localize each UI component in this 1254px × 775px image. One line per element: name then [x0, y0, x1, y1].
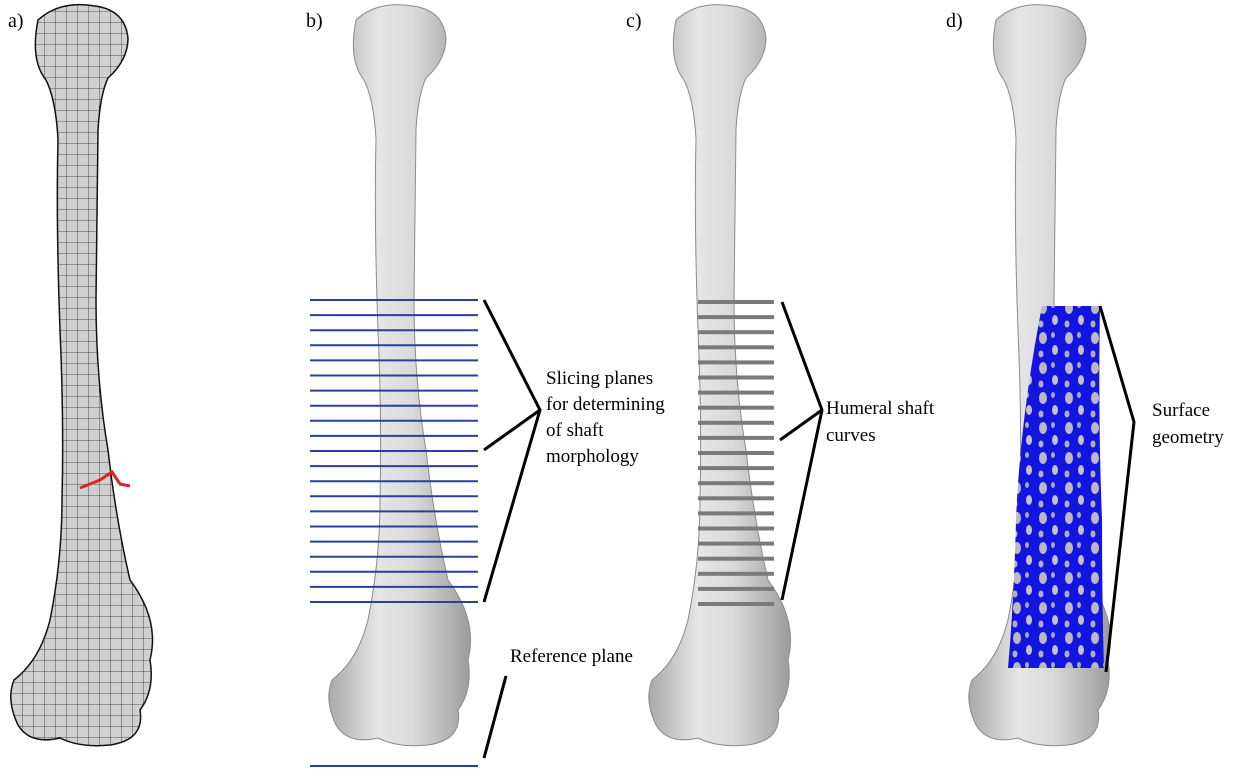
shaft-curve-band	[698, 542, 774, 546]
shaft-curve-band	[698, 587, 774, 591]
shaft-curve-band	[698, 421, 774, 425]
slicing-label: Slicing planes for determining of shaft …	[546, 368, 669, 467]
panel-b-slicing	[310, 5, 478, 766]
surface-label-line-1: Surface	[1152, 400, 1210, 421]
slicing-label-line-3: of shaft	[546, 420, 604, 441]
curves-label: Humeral shaft curves	[826, 398, 939, 446]
slicing-planes	[310, 300, 478, 602]
panel-c-curves	[649, 5, 791, 746]
shaft-curve-band	[698, 436, 774, 440]
shaft-curve-band	[698, 315, 774, 319]
shaft-curve-band	[698, 557, 774, 561]
slicing-label-line-4: morphology	[546, 446, 639, 467]
panel-a-meshed-humerus	[11, 5, 153, 746]
shaft-curve-band	[698, 481, 774, 485]
shaft-curve-band	[698, 572, 774, 576]
surface-label: Surface geometry	[1152, 400, 1224, 448]
shaft-curve-band	[698, 527, 774, 531]
curves-label-line-2: curves	[826, 425, 876, 446]
shaft-curve-band	[698, 496, 774, 500]
panel-d-surface	[969, 5, 1111, 746]
shaft-curve-band	[698, 330, 774, 334]
curves-label-line-1: Humeral shaft	[826, 398, 935, 419]
shaft-curve-band	[698, 511, 774, 515]
shaft-curves	[698, 300, 774, 606]
shaft-curve-band	[698, 345, 774, 349]
panel-label-b: b)	[306, 10, 323, 32]
panel-label-a: a)	[8, 10, 24, 32]
shaft-curve-band	[698, 466, 774, 470]
shaft-curve-band	[698, 300, 774, 304]
curves-bracket	[782, 302, 822, 600]
slicing-label-line-2: for determining	[546, 394, 665, 415]
shaft-curve-band	[698, 451, 774, 455]
shaft-curve-band	[698, 376, 774, 380]
reference-label: Reference plane	[510, 646, 633, 667]
reference-pointer	[484, 676, 506, 758]
panel-label-d: d)	[946, 10, 963, 32]
shaft-curve-band	[698, 406, 774, 410]
shaft-curve-band	[698, 391, 774, 395]
shaft-curve-band	[698, 602, 774, 606]
slicing-bracket	[484, 300, 540, 602]
shaft-curve-band	[698, 360, 774, 364]
mesh-bone-image	[11, 5, 153, 746]
slicing-label-line-1: Slicing planes	[546, 368, 653, 389]
panel-label-c: c)	[626, 10, 642, 32]
surface-label-line-2: geometry	[1152, 427, 1224, 448]
bone-image	[649, 5, 791, 746]
